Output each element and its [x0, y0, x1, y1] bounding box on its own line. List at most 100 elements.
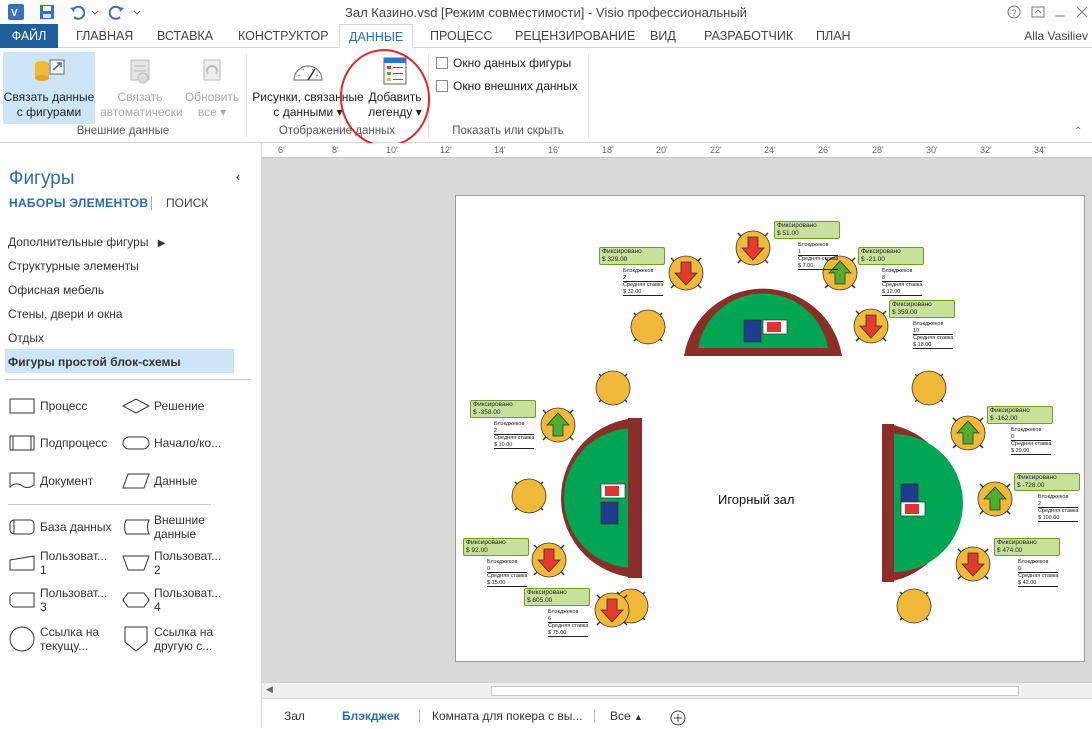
data-tag[interactable]: Фиксировано$ 474.00	[994, 538, 1060, 556]
room-label[interactable]: Игорный зал	[718, 492, 795, 507]
redo-icon[interactable]	[108, 3, 126, 21]
shape-terminator[interactable]: Начало/ко...	[122, 433, 221, 453]
scroll-left-icon[interactable]: ◀	[266, 684, 273, 694]
tab-separator	[594, 709, 595, 723]
data-tag[interactable]: Фиксировано$ 51.00	[774, 221, 840, 239]
tab-home[interactable]: ГЛАВНАЯ	[76, 29, 134, 43]
shape-label: Пользоват...	[40, 586, 108, 600]
shape-custom-3[interactable]: Пользоват...3	[8, 586, 107, 614]
stencil-item[interactable]: Структурные элементы	[8, 259, 139, 273]
stencil-item[interactable]: Офисная мебель	[8, 283, 105, 297]
user-name[interactable]: Alla Vasiliev	[1024, 29, 1088, 43]
data-graphics-button[interactable]: Рисунки, связанные с данными ▾	[250, 52, 366, 124]
collapse-ribbon-icon[interactable]: ⌃	[1074, 126, 1083, 137]
card-face-art	[605, 486, 619, 496]
custom-2-shape-icon	[122, 553, 150, 573]
card-face-art	[905, 504, 919, 514]
tab-file[interactable]: ФАЙЛ	[0, 24, 58, 48]
tab-view[interactable]: ВИД	[650, 29, 676, 43]
stencil-item[interactable]: Стены, двери и окна	[8, 307, 123, 321]
page-tab-poker-room[interactable]: Комната для покера с вы...	[432, 709, 583, 723]
ruler-tick: 34'	[1034, 145, 1046, 155]
detail-label: Блэкджеков	[798, 242, 829, 248]
data-tag[interactable]: Фиксировано$ 92.00	[463, 538, 529, 556]
detail-label: Блэкджеков	[494, 421, 525, 427]
tab-process[interactable]: ПРОЦЕСС	[430, 29, 493, 43]
link-data-button[interactable]: Связать данные с фигурами	[3, 52, 95, 124]
shape-decision[interactable]: Решение	[122, 396, 204, 416]
stencil-item-selected[interactable]: Фигуры простой блок-схемы	[8, 355, 181, 369]
tag-amount: $ 92.00	[466, 547, 488, 554]
tab-review[interactable]: РЕЦЕНЗИРОВАНИЕ	[515, 29, 636, 43]
tab-developer[interactable]: РАЗРАБОТЧИК	[704, 29, 794, 43]
ribbon-separator	[588, 54, 589, 138]
tag-status: Фиксировано	[1017, 474, 1057, 481]
tab-stencils[interactable]: НАБОРЫ ЭЛЕМЕНТОВ	[9, 196, 149, 210]
page-tab-blackjack[interactable]: Блэкджек	[342, 709, 400, 723]
shapes-divider	[8, 504, 211, 505]
external-data-window-checkbox[interactable]: Окно внешних данных	[436, 79, 578, 93]
shape-label: Документ	[40, 474, 94, 488]
detail-value: $ 18.00	[913, 342, 953, 349]
add-page-icon[interactable]	[670, 710, 686, 729]
tab-plan[interactable]: ПЛАН	[816, 29, 851, 43]
data-tag[interactable]: Фиксировано$ -162.00	[987, 406, 1053, 424]
arrow-down-icon	[674, 261, 698, 286]
undo-icon[interactable]	[68, 3, 86, 21]
external-data-shape-icon	[122, 517, 150, 537]
shape-label: Пользоват...	[40, 549, 108, 563]
refresh-all-button[interactable]: Обновить все ▾	[182, 52, 242, 124]
customize-qat-icon[interactable]	[132, 3, 142, 21]
undo-dropdown-icon[interactable]	[90, 3, 100, 21]
tag-status: Фиксировано	[777, 222, 817, 229]
ruler-tick: 18'	[602, 145, 614, 155]
tab-search[interactable]: ПОИСК	[166, 196, 209, 210]
tab-data[interactable]: ДАННЫЕ	[339, 24, 413, 49]
detail-value: 2	[494, 428, 534, 435]
tag-amount: $ 51.00	[777, 230, 799, 237]
shape-custom-2[interactable]: Пользоват...2	[122, 549, 221, 577]
data-tag[interactable]: Фиксировано$ -358.00	[470, 400, 536, 418]
detail-label: Средняя ставка	[548, 623, 589, 629]
data-graphics-label-2: с данными	[273, 105, 334, 119]
minimize-icon[interactable]	[1052, 3, 1068, 21]
tab-insert[interactable]: ВСТАВКА	[157, 29, 214, 43]
page-tab-hall[interactable]: Зал	[284, 709, 305, 723]
data-tag[interactable]: Фиксировано$ 329.00	[599, 247, 665, 265]
horizontal-ruler: 6'8'10'12'14'16'18'20'22'24'26'28'30'32'…	[262, 143, 1092, 158]
auto-link-button[interactable]: Связать автоматически	[100, 52, 183, 124]
data-tag[interactable]: Фиксировано$ 605.00	[524, 588, 590, 606]
shape-database[interactable]: База данных	[8, 517, 111, 537]
shape-data-window-checkbox[interactable]: Окно данных фигуры	[436, 56, 571, 70]
shape-custom-4[interactable]: Пользоват...4	[122, 586, 221, 614]
shape-data[interactable]: Данные	[122, 471, 197, 491]
shape-custom-1[interactable]: Пользоват...1	[8, 549, 107, 577]
data-tag[interactable]: Фиксировано$ 359.00	[889, 300, 955, 318]
all-pages-button[interactable]: Все ▲	[610, 709, 643, 723]
data-tag[interactable]: Фиксировано$ -728.00	[1014, 473, 1080, 491]
scrollbar-thumb[interactable]	[491, 686, 1019, 696]
close-icon[interactable]	[1074, 3, 1090, 21]
stencil-item[interactable]: Дополнительные фигуры ▶	[8, 235, 166, 249]
detail-value: $ 29.00	[1011, 448, 1051, 455]
add-legend-label-2: легенду	[368, 105, 413, 119]
shape-subprocess[interactable]: Подпроцесс	[8, 433, 107, 453]
stencil-item[interactable]: Отдых	[8, 331, 45, 345]
tab-design[interactable]: КОНСТРУКТОР	[238, 29, 329, 43]
horizontal-scrollbar[interactable]: ◀	[262, 682, 1092, 698]
data-tag[interactable]: Фиксировано$ -21.00	[858, 247, 924, 265]
ribbon-options-icon[interactable]	[1030, 3, 1046, 21]
add-legend-button[interactable]: Добавить легенду ▾	[366, 52, 424, 124]
ribbon-tabs: ФАЙЛ ГЛАВНАЯ ВСТАВКА КОНСТРУКТОР ДАННЫЕ …	[0, 24, 1092, 49]
help-icon[interactable]: ?	[1005, 3, 1023, 21]
save-icon[interactable]	[38, 3, 56, 21]
collapse-pane-icon[interactable]: ‹	[236, 169, 241, 184]
shape-document[interactable]: Документ	[8, 471, 93, 491]
shape-process[interactable]: Процесс	[8, 396, 87, 416]
